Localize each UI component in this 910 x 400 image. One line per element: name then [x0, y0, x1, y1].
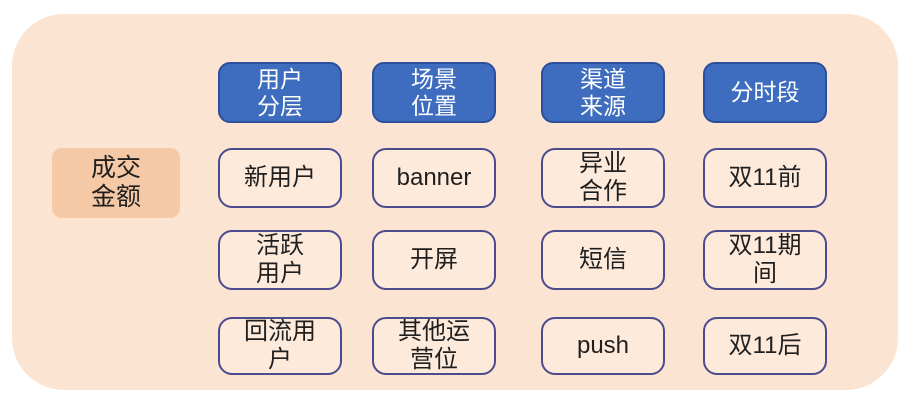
node-before-double11: 双11前 [703, 148, 827, 208]
node-after-double11: 双11后 [703, 317, 827, 375]
node-splash-screen: 开屏 [372, 230, 496, 290]
dimension-header-user-segment: 用户 分层 [218, 62, 342, 123]
node-returning-user: 回流用 户 [218, 317, 342, 375]
node-push: push [541, 317, 665, 375]
root-node-transaction-amount: 成交 金额 [52, 148, 180, 218]
node-active-user: 活跃 用户 [218, 230, 342, 290]
dimension-header-time-period: 分时段 [703, 62, 827, 123]
node-during-double11: 双11期 间 [703, 230, 827, 290]
node-new-user: 新用户 [218, 148, 342, 208]
dimension-header-scene-position: 场景 位置 [372, 62, 496, 123]
node-sms: 短信 [541, 230, 665, 290]
node-other-ops-position: 其他运 营位 [372, 317, 496, 375]
node-banner: banner [372, 148, 496, 208]
dimension-header-channel-source: 渠道 来源 [541, 62, 665, 123]
node-cross-industry-coop: 异业 合作 [541, 148, 665, 208]
